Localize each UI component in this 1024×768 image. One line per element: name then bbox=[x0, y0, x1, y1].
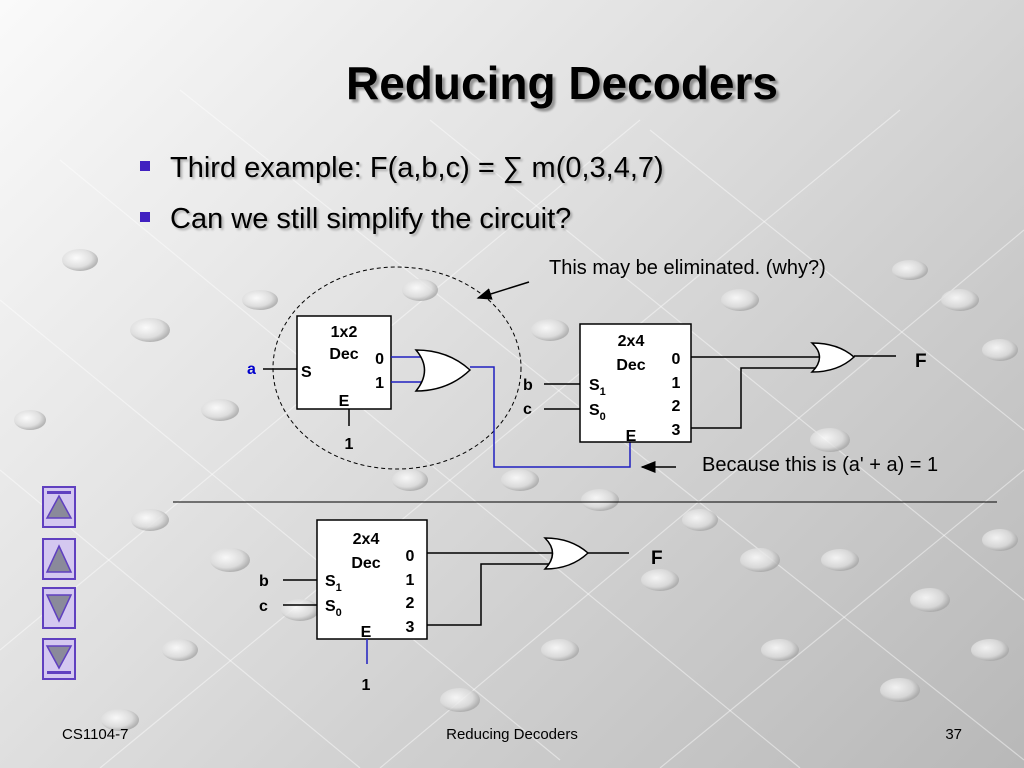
decoder-2x4-bottom-box bbox=[316, 519, 428, 640]
slide-title: Reducing Decoders bbox=[346, 57, 778, 109]
decoder-2x4-bottom-s1: S1 bbox=[325, 573, 342, 594]
top-out3-wire bbox=[691, 367, 820, 429]
decoder-1x2-enable: E bbox=[339, 393, 350, 410]
bullet-marker bbox=[140, 161, 150, 171]
bullet-third-example: Third example: F(a,b,c) = ∑ m(0,3,4,7) bbox=[140, 152, 664, 185]
or-gate-small bbox=[414, 349, 472, 392]
last-slide-button[interactable] bbox=[42, 638, 76, 680]
previous-slide-icon bbox=[45, 544, 73, 573]
footer-page-number: 37 bbox=[945, 726, 962, 743]
bullet-simplify-question: Can we still simplify the circuit? bbox=[140, 203, 571, 236]
decoder-1x2-enable-value: 1 bbox=[345, 436, 354, 453]
annotation-eliminate: This may be eliminated. (why?) bbox=[549, 257, 826, 279]
first-slide-button[interactable] bbox=[42, 486, 76, 528]
input-c-label-bottom: c bbox=[259, 598, 268, 615]
decoder-2x4-bottom-dec-label: Dec bbox=[351, 555, 380, 572]
decoder-1x2-output-0: 0 bbox=[375, 351, 384, 368]
decoder-2x4-top-s0: S0 bbox=[589, 402, 606, 423]
input-b-label-bottom: b bbox=[259, 573, 269, 590]
previous-slide-button[interactable] bbox=[42, 538, 76, 580]
annotation-because: Because this is (a' + a) = 1 bbox=[702, 454, 939, 476]
eliminate-arrow bbox=[476, 281, 530, 300]
decoder-2x4-bottom-out-0: 0 bbox=[406, 548, 415, 565]
bullet-marker bbox=[140, 212, 150, 222]
footer-course-code: CS1104-7 bbox=[62, 726, 129, 743]
or-gate-bottom bbox=[543, 537, 590, 570]
first-slide-icon bbox=[45, 491, 73, 519]
decoder-2x4-top-out-1: 1 bbox=[672, 375, 681, 392]
decoder-2x4-top-out-3: 3 bbox=[672, 422, 681, 439]
decoder-2x4-top-name: 2x4 bbox=[618, 333, 645, 350]
decoder-1x2-box bbox=[296, 315, 392, 410]
decoder-1x2-output-1: 1 bbox=[375, 375, 384, 392]
output-f-bottom: F bbox=[651, 548, 663, 569]
decoder-2x4-top-enable: E bbox=[626, 428, 637, 445]
decoder-2x4-top-s1: S1 bbox=[589, 377, 606, 398]
elimination-circle bbox=[272, 266, 522, 470]
bullet-text: Can we still simplify the circuit? bbox=[170, 203, 572, 235]
input-c-label-top: c bbox=[523, 401, 532, 418]
decoder-1x2-name: 1x2 bbox=[331, 324, 358, 341]
decoder-1x2-dec-label: Dec bbox=[329, 346, 358, 363]
decoder-2x4-top-out-2: 2 bbox=[672, 398, 681, 415]
decoder-2x4-bottom-s0: S0 bbox=[325, 598, 342, 619]
decoder-2x4-top-box bbox=[579, 323, 692, 443]
input-a-label: a bbox=[247, 361, 256, 378]
decoder-2x4-top-out-0: 0 bbox=[672, 351, 681, 368]
bottom-out3-wire bbox=[427, 563, 553, 626]
last-slide-icon bbox=[45, 645, 73, 674]
decoder-2x4-bottom-enable-value: 1 bbox=[362, 677, 371, 694]
decoder-2x4-bottom-out-3: 3 bbox=[406, 619, 415, 636]
decoder-2x4-bottom-out-1: 1 bbox=[406, 572, 415, 589]
or-to-enable-wire bbox=[470, 366, 631, 468]
next-slide-icon bbox=[45, 594, 73, 623]
input-b-label-top: b bbox=[523, 377, 533, 394]
decoder-2x4-top-dec-label: Dec bbox=[616, 357, 645, 374]
output-f-top: F bbox=[915, 351, 927, 372]
next-slide-button[interactable] bbox=[42, 587, 76, 629]
bullet-text: Third example: F(a,b,c) = ∑ m(0,3,4,7) bbox=[170, 152, 664, 184]
decoder-1x2-select: S bbox=[301, 364, 312, 381]
decoder-2x4-bottom-out-2: 2 bbox=[406, 595, 415, 612]
decoder-2x4-bottom-enable: E bbox=[361, 624, 372, 641]
or-gate-top bbox=[810, 342, 856, 373]
decoder-2x4-bottom-name: 2x4 bbox=[353, 531, 380, 548]
footer-slide-title: Reducing Decoders bbox=[446, 726, 578, 743]
